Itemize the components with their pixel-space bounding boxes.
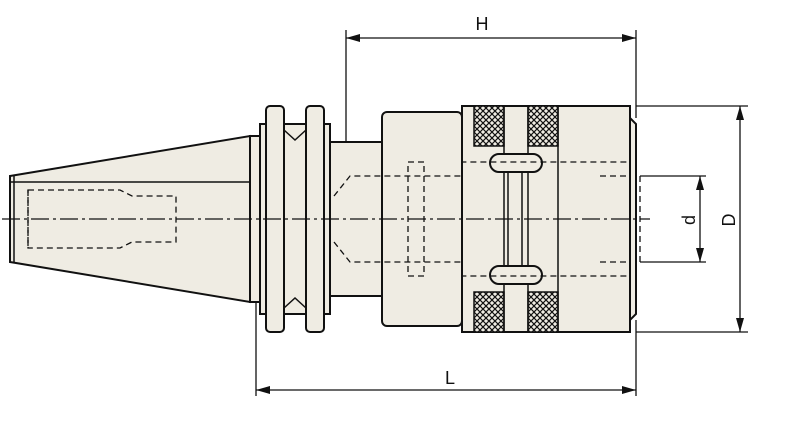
nut-slots <box>489 153 543 285</box>
label-h: H <box>476 14 489 34</box>
label-d-large: D <box>719 214 739 227</box>
dimension-h: H <box>345 14 637 142</box>
knurled-bands <box>473 105 559 333</box>
label-l: L <box>445 368 455 388</box>
dimension-l: L <box>255 302 637 396</box>
dimension-d-large: D <box>636 105 748 333</box>
flange <box>249 105 331 333</box>
dimension-d-small: d <box>640 175 706 263</box>
label-d-small: d <box>679 215 699 225</box>
